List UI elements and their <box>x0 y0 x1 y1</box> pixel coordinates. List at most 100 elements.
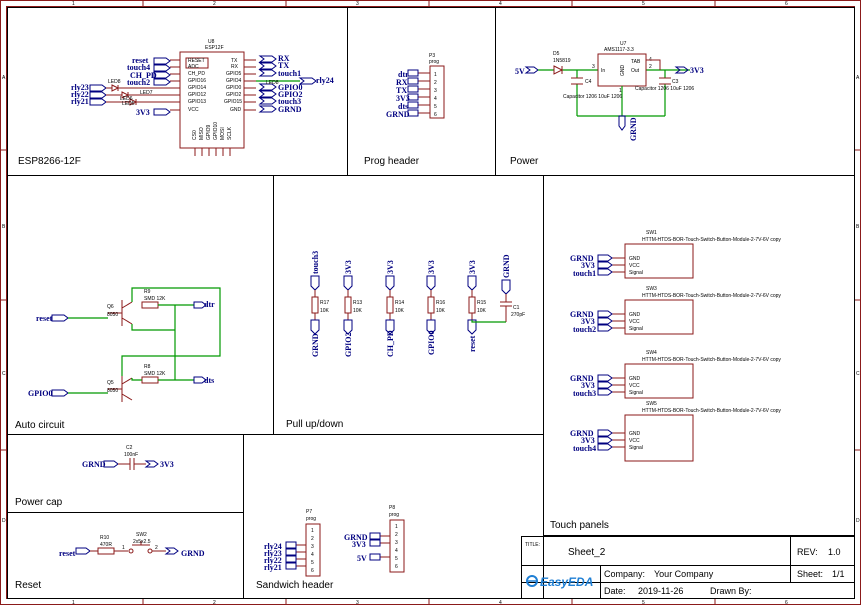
powercap-net-left: GRND <box>82 460 106 469</box>
power-net-3v3: 3V3 <box>690 66 704 75</box>
esp-pin-name: GND <box>230 107 242 113</box>
touch-pin-name: Signal <box>629 445 643 451</box>
pull-ref: R14 <box>395 300 404 306</box>
esp-ref: U8 <box>208 39 215 45</box>
pull-net-bottom: GPIO0 <box>427 331 436 355</box>
col-marker: 6 <box>785 1 788 7</box>
auto-net-gpio0: GPIO0 <box>28 389 52 398</box>
touch-value: HTTM-HTDS-BOR-Touch-Switch-Button-Module… <box>642 408 781 414</box>
row-marker: B <box>856 224 860 230</box>
col-marker: 4 <box>499 600 502 605</box>
p3-net-dts: dts <box>398 102 408 111</box>
row-marker: B <box>2 224 6 230</box>
r8-ref: R8 <box>144 364 151 370</box>
touch-pin-name: Signal <box>629 326 643 332</box>
reset-switch: reset R10 470R SW2 2x5x2.5 1 2 GRND <box>59 532 205 558</box>
touch-value: HTTM-HTDS-BOR-Touch-Switch-Button-Module… <box>642 293 781 299</box>
touch-pin-name: VCC <box>629 383 640 389</box>
row-marker: D <box>856 518 860 524</box>
led-ref: LED7 <box>140 90 153 96</box>
esp-net-rly22: rly22 <box>71 90 89 99</box>
pull-net-top: 3V3 <box>468 260 477 274</box>
pull-net-bottom: reset <box>468 335 477 352</box>
led-ref: LED6 <box>120 96 133 102</box>
touch-module-sw1: SW1 HTTM-HTDS-BOR-Touch-Switch-Button-Mo… <box>570 230 781 279</box>
section-label-reset: Reset <box>15 580 41 591</box>
touch-net: GRND <box>570 254 594 263</box>
esp-pin-name: TX <box>231 58 238 64</box>
esp-net-rly21: rly21 <box>71 97 89 106</box>
sandwich-header-p7: P7 prog 1 2 3 4 5 6 rly24 rly23 rly22 rl… <box>264 509 321 577</box>
sw2-pin: 2 <box>155 545 158 551</box>
col-marker: 5 <box>642 1 645 7</box>
col-marker: 3 <box>356 1 359 7</box>
esp-net-touch1: touch1 <box>278 69 301 78</box>
p8-net: 5V <box>357 554 367 563</box>
led-ref: LED8 <box>266 80 279 86</box>
r10-ref: R10 <box>100 535 109 541</box>
p3-net-tx: TX <box>396 86 407 95</box>
pull-net-top: touch3 <box>311 251 320 274</box>
esp-module: U8 ESP12F RESET ADC CH_PD GPIO16 GPIO14 … <box>71 39 334 156</box>
p8-pin: 1 <box>395 524 398 530</box>
p3-ref: P3 <box>429 53 435 59</box>
date-value: 2019-11-26 <box>638 586 683 596</box>
esp-value: ESP12F <box>205 45 224 51</box>
p8-value: prog <box>389 512 399 518</box>
touch-value: HTTM-HTDS-BOR-Touch-Switch-Button-Module… <box>642 357 781 363</box>
section-boxes <box>7 7 855 599</box>
p3-pin: 4 <box>434 96 437 102</box>
reset-net-right: GRND <box>181 549 205 558</box>
touch-net: 3V3 <box>581 261 595 270</box>
esp-pin-name: ADC <box>188 64 199 70</box>
sandwich-header-p8: P8 prog 1 2 3 4 5 6 GRND 3V3 5V <box>344 505 405 573</box>
pull-net-top: 3V3 <box>427 260 436 274</box>
r8-value: SMD 12K <box>144 371 166 377</box>
p7-net: rly24 <box>264 542 282 551</box>
p3-net-grnd: GRND <box>386 110 410 119</box>
col-marker: 2 <box>213 600 216 605</box>
q5-ref: Q5 <box>107 380 114 386</box>
touch-net: touch4 <box>573 444 596 453</box>
u7-pin-num: 2 <box>649 64 652 70</box>
sheet-value: 1/1 <box>832 569 845 579</box>
pull-r17: touch3 R17 10K GRND <box>310 251 330 357</box>
touch-ref: SW1 <box>646 230 657 236</box>
touch-module-sw5: SW5 HTTM-HTDS-BOR-Touch-Switch-Button-Mo… <box>570 401 781 462</box>
pull-r15: 3V3 R15 10K reset <box>467 260 487 352</box>
d5-ref: D5 <box>553 51 560 57</box>
pull-ref: R15 <box>477 300 486 306</box>
p8-pin: 5 <box>395 556 398 562</box>
c2-ref: C2 <box>126 445 133 451</box>
touch-pin-name: VCC <box>629 263 640 269</box>
u7-pin-num: 3 <box>592 64 595 70</box>
pull-value: 10K <box>436 308 446 314</box>
row-marker: A <box>2 75 6 81</box>
p3-pin: 6 <box>434 112 437 118</box>
r9-value: SMD 12K <box>144 296 166 302</box>
esp-net-gpio2: GPIO2 <box>278 90 302 99</box>
esp-pin-name: GPIO13 <box>188 99 206 105</box>
date-label: Date: <box>604 586 626 596</box>
esp-net-3v3: 3V3 <box>136 108 150 117</box>
p7-net: rly21 <box>264 563 282 572</box>
p3-net-3v3: 3V3 <box>396 94 410 103</box>
esp-net-grnd: GRND <box>278 105 302 114</box>
touch-net: touch2 <box>573 325 596 334</box>
touch-pin-name: VCC <box>629 319 640 325</box>
esp-pin-name: GPIO4 <box>226 78 242 84</box>
c3-ref: C3 <box>672 79 679 85</box>
esp-pin-name: MISO <box>199 127 205 140</box>
pull-value: 10K <box>395 308 405 314</box>
pull-value: 10K <box>353 308 363 314</box>
u7-value: AMS1117-3.3 <box>604 47 634 53</box>
p3-net-rx: RX <box>396 78 408 87</box>
auto-net-reset: reset <box>36 314 53 323</box>
esp-pin-name: GPIO10 <box>213 122 219 140</box>
powercap-net-right: 3V3 <box>160 460 174 469</box>
esp-pin-name: VCC <box>188 107 199 113</box>
easyeda-logo: EasyEDA <box>526 575 593 589</box>
section-label-sandwich: Sandwich header <box>256 580 334 591</box>
col-marker: 1 <box>72 1 75 7</box>
led-ref: LED8 <box>108 79 121 85</box>
